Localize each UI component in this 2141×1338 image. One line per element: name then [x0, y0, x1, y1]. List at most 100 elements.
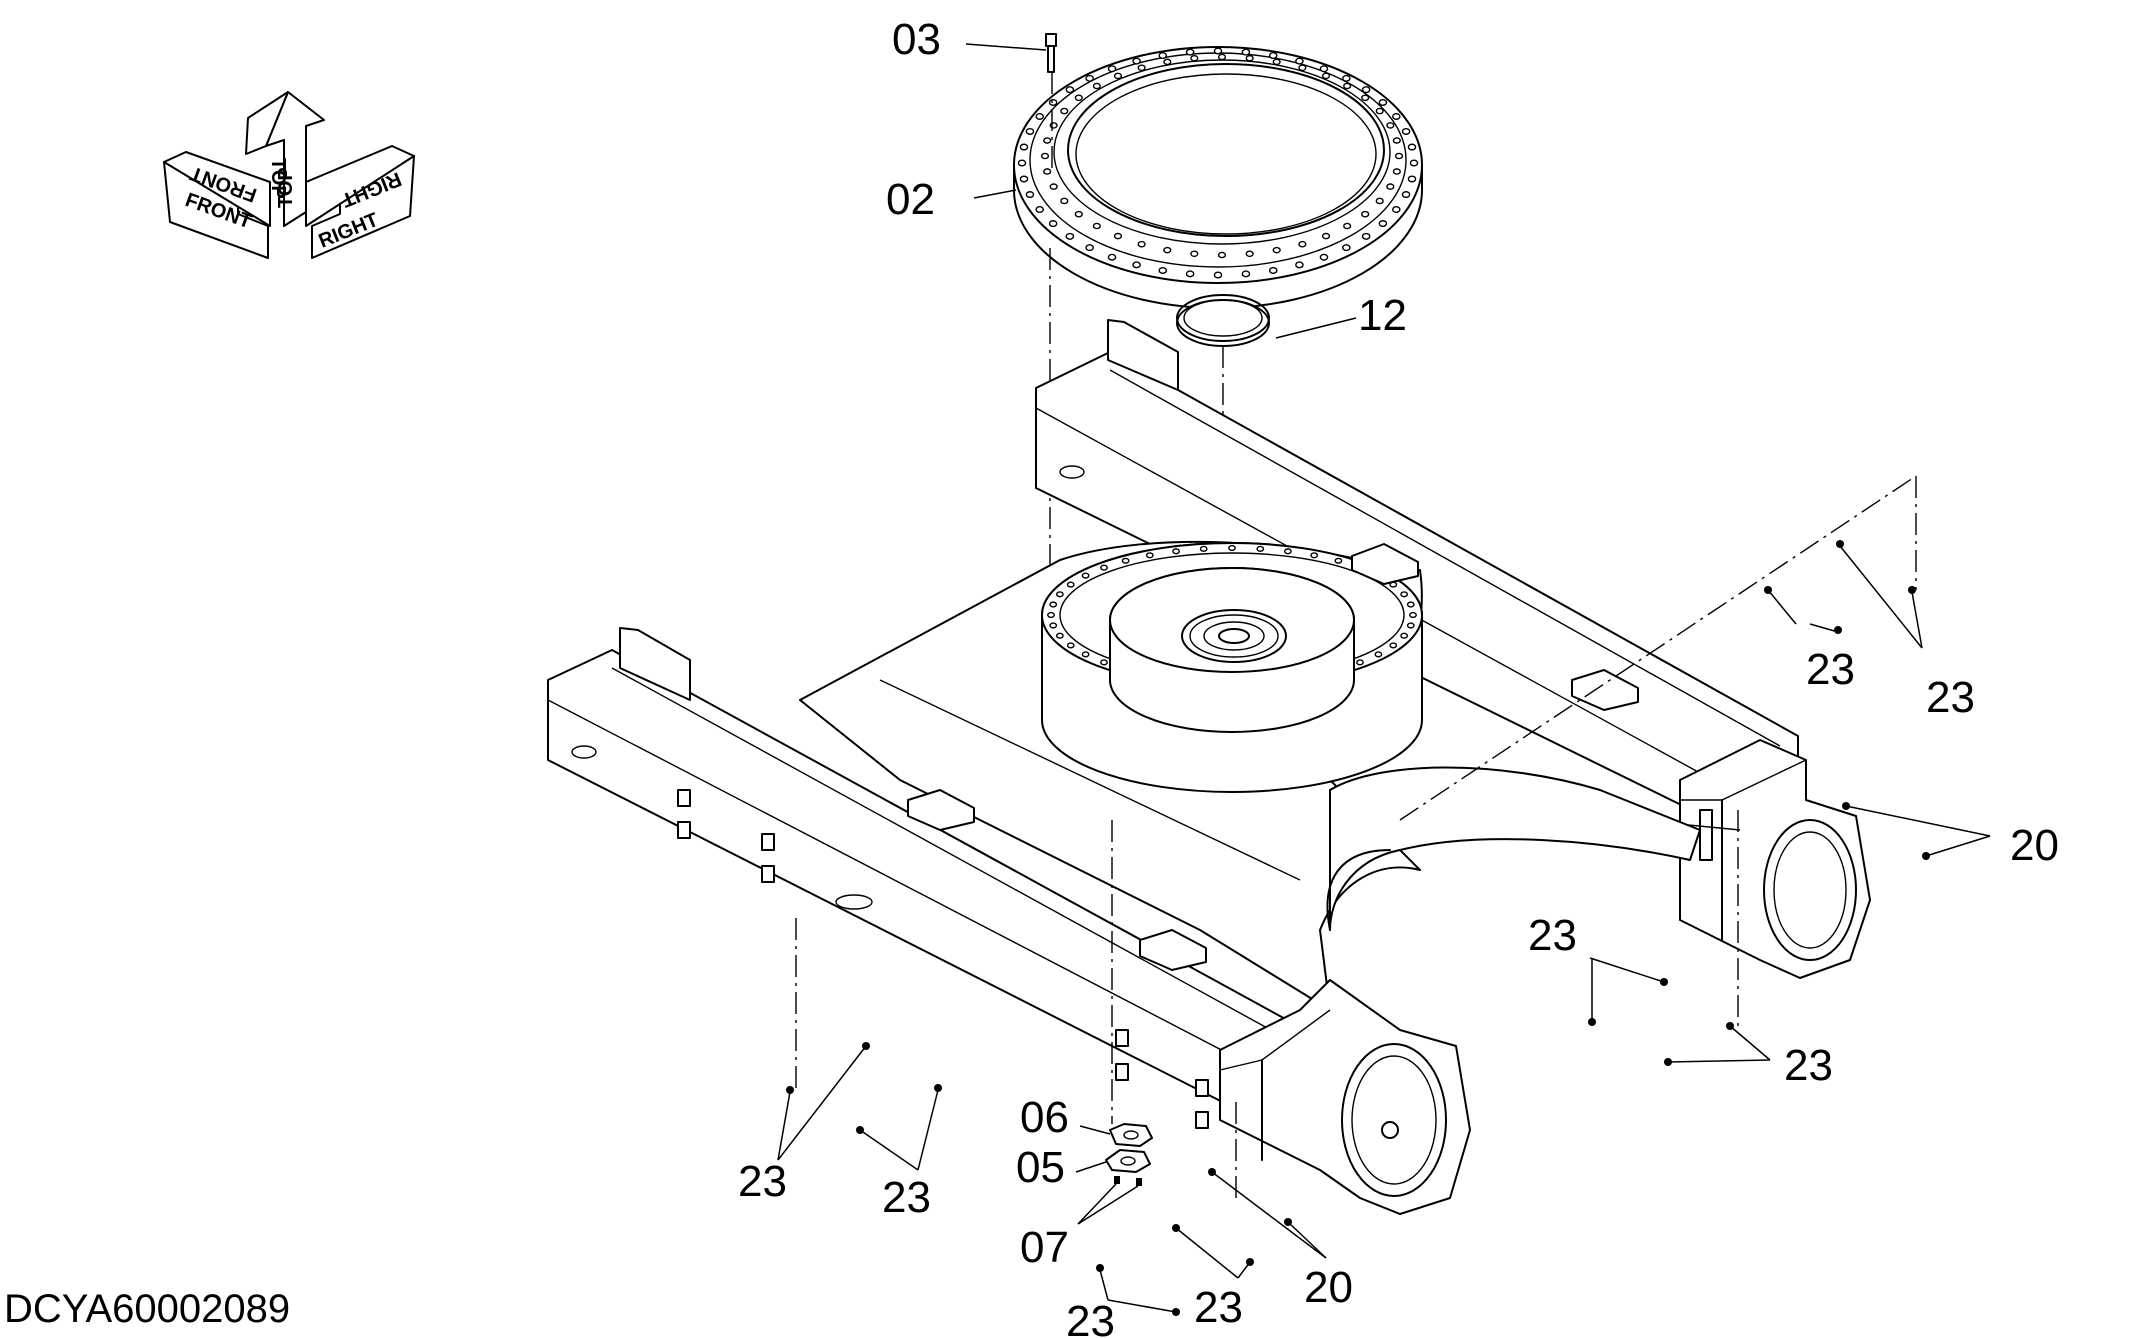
- pad-left-1: [907, 789, 975, 831]
- leader-line: [1767, 589, 1797, 625]
- leader-line: [973, 189, 1017, 199]
- bearing-inner-hole: [1386, 183, 1395, 190]
- fastener-dot: [1834, 626, 1842, 634]
- bearing-inner-hole: [1298, 240, 1307, 248]
- callout-20-right: 20: [2010, 821, 2059, 870]
- bearing-inner-hole: [1217, 53, 1227, 61]
- bearing-outer-hole: [1035, 206, 1045, 214]
- swing-circle-hole: [1049, 601, 1058, 608]
- bearing-outer-hole: [1132, 57, 1141, 65]
- bearing-outer-hole: [1319, 253, 1329, 261]
- bearing-inner-hole: [1163, 58, 1172, 66]
- bolts-07: [1114, 1176, 1142, 1186]
- frame-block: [677, 789, 691, 807]
- bearing-outer-hole: [1391, 112, 1401, 120]
- bearing-inner-hole: [1375, 197, 1384, 205]
- bearing-outer-hole: [1407, 143, 1417, 151]
- bearing-inner-hole: [1137, 64, 1146, 72]
- bearing-inner-hole: [1392, 137, 1401, 144]
- bearing-inner-hole: [1043, 168, 1052, 175]
- bearing-outer-hole: [1361, 86, 1371, 94]
- leader-line: [1077, 1183, 1117, 1225]
- fastener-dot: [1836, 540, 1844, 548]
- swing-circle-hole: [1389, 642, 1398, 649]
- bearing-inner-hole: [1343, 222, 1352, 230]
- swing-circle-hole: [1199, 545, 1208, 552]
- swing-circle-hole: [1406, 622, 1415, 629]
- centerline-diag-right: [1399, 475, 1917, 821]
- bearing-inner-hole: [1113, 72, 1123, 80]
- bearing-inner-hole: [1392, 168, 1401, 175]
- swing-circle-hole: [1356, 659, 1364, 666]
- bearing-inner-hole: [1074, 94, 1083, 102]
- fastener-dot: [1908, 586, 1916, 594]
- pad-left-2: [1139, 929, 1207, 971]
- swing-circle-hole: [1055, 591, 1064, 598]
- bearing-outer-hole: [1401, 127, 1411, 135]
- leader-line: [777, 1045, 867, 1161]
- leader-line: [1667, 1059, 1771, 1063]
- side-frame-blocks: [677, 789, 1209, 1129]
- bearing-outer-hole: [1025, 127, 1035, 135]
- swing-circle-hole: [1145, 552, 1154, 559]
- pad-right-2: [1571, 669, 1639, 711]
- bearing-outer-hole: [1268, 52, 1278, 60]
- swing-circle-hole: [1121, 557, 1130, 564]
- leader-lines: [777, 43, 1991, 1313]
- swing-circle-hole: [1228, 544, 1236, 552]
- bearing-inner-hole: [1190, 54, 1199, 62]
- bearing-outer-hole: [1185, 270, 1195, 278]
- plate-05: [1105, 1149, 1151, 1173]
- lower-frame: [547, 319, 1871, 1215]
- bearing-bolt-holes: [1017, 47, 1419, 279]
- callout-23-b: 23: [1926, 673, 1975, 722]
- leader-line: [777, 1091, 791, 1161]
- callout-05: 05: [1016, 1143, 1065, 1192]
- bearing-inner-hole: [1361, 94, 1370, 102]
- bearing-inner-hole: [1343, 82, 1352, 90]
- leader-line: [1211, 1171, 1327, 1259]
- leader-line: [1729, 1025, 1771, 1061]
- bearing-inner-hole: [1394, 152, 1404, 160]
- bolt-03: [1045, 33, 1057, 73]
- bearing-outer-hole: [1241, 270, 1251, 278]
- bearing-inner-hole: [1043, 137, 1052, 144]
- swing-circle-hole: [1374, 651, 1383, 658]
- bearing-inner-hole: [1074, 210, 1083, 218]
- leader-line: [1079, 1125, 1111, 1135]
- callout-23-d: 23: [1784, 1041, 1833, 1090]
- callout-12: 12: [1358, 291, 1407, 340]
- bearing-inner-hole: [1060, 197, 1069, 205]
- callout-23-e: 23: [738, 1157, 787, 1206]
- fastener-dot: [1096, 1264, 1104, 1272]
- swing-circle-hole: [1284, 548, 1292, 555]
- swing-circle-hole: [1172, 548, 1180, 555]
- bearing-outer-hole: [1158, 266, 1168, 274]
- frame-block: [1115, 1029, 1129, 1047]
- swing-circle-hole: [1334, 557, 1343, 564]
- bearing-inner-hole: [1361, 210, 1370, 218]
- leader-line: [1839, 545, 1923, 649]
- leader-line: [1589, 957, 1665, 983]
- leader-line: [1075, 1161, 1107, 1173]
- bearing-outer-hole: [1268, 266, 1278, 274]
- bearing-outer-hole: [1048, 220, 1058, 228]
- drawing-number: DCYA60002089: [4, 1287, 290, 1331]
- bearing-inner-hole: [1272, 58, 1281, 66]
- fastener-dot: [786, 1086, 794, 1094]
- callout-23-h: 23: [1066, 1297, 1115, 1338]
- bearing-outer-hole: [1391, 206, 1401, 214]
- fastener-dot: [934, 1084, 942, 1092]
- swing-circle-hole: [1100, 659, 1108, 666]
- swing-circle-hole: [1081, 572, 1090, 579]
- bearing-outer-hole: [1213, 47, 1223, 55]
- bearing-outer-hole: [1085, 74, 1094, 82]
- bearing-outer-hole: [1409, 159, 1419, 167]
- bearing-inner-hole: [1113, 232, 1123, 240]
- frame-block: [1115, 1063, 1129, 1081]
- leader-line: [1107, 1299, 1177, 1313]
- swing-circle-hole: [1400, 632, 1409, 639]
- leader-line: [1077, 1185, 1139, 1225]
- callout-03: 03: [892, 15, 941, 64]
